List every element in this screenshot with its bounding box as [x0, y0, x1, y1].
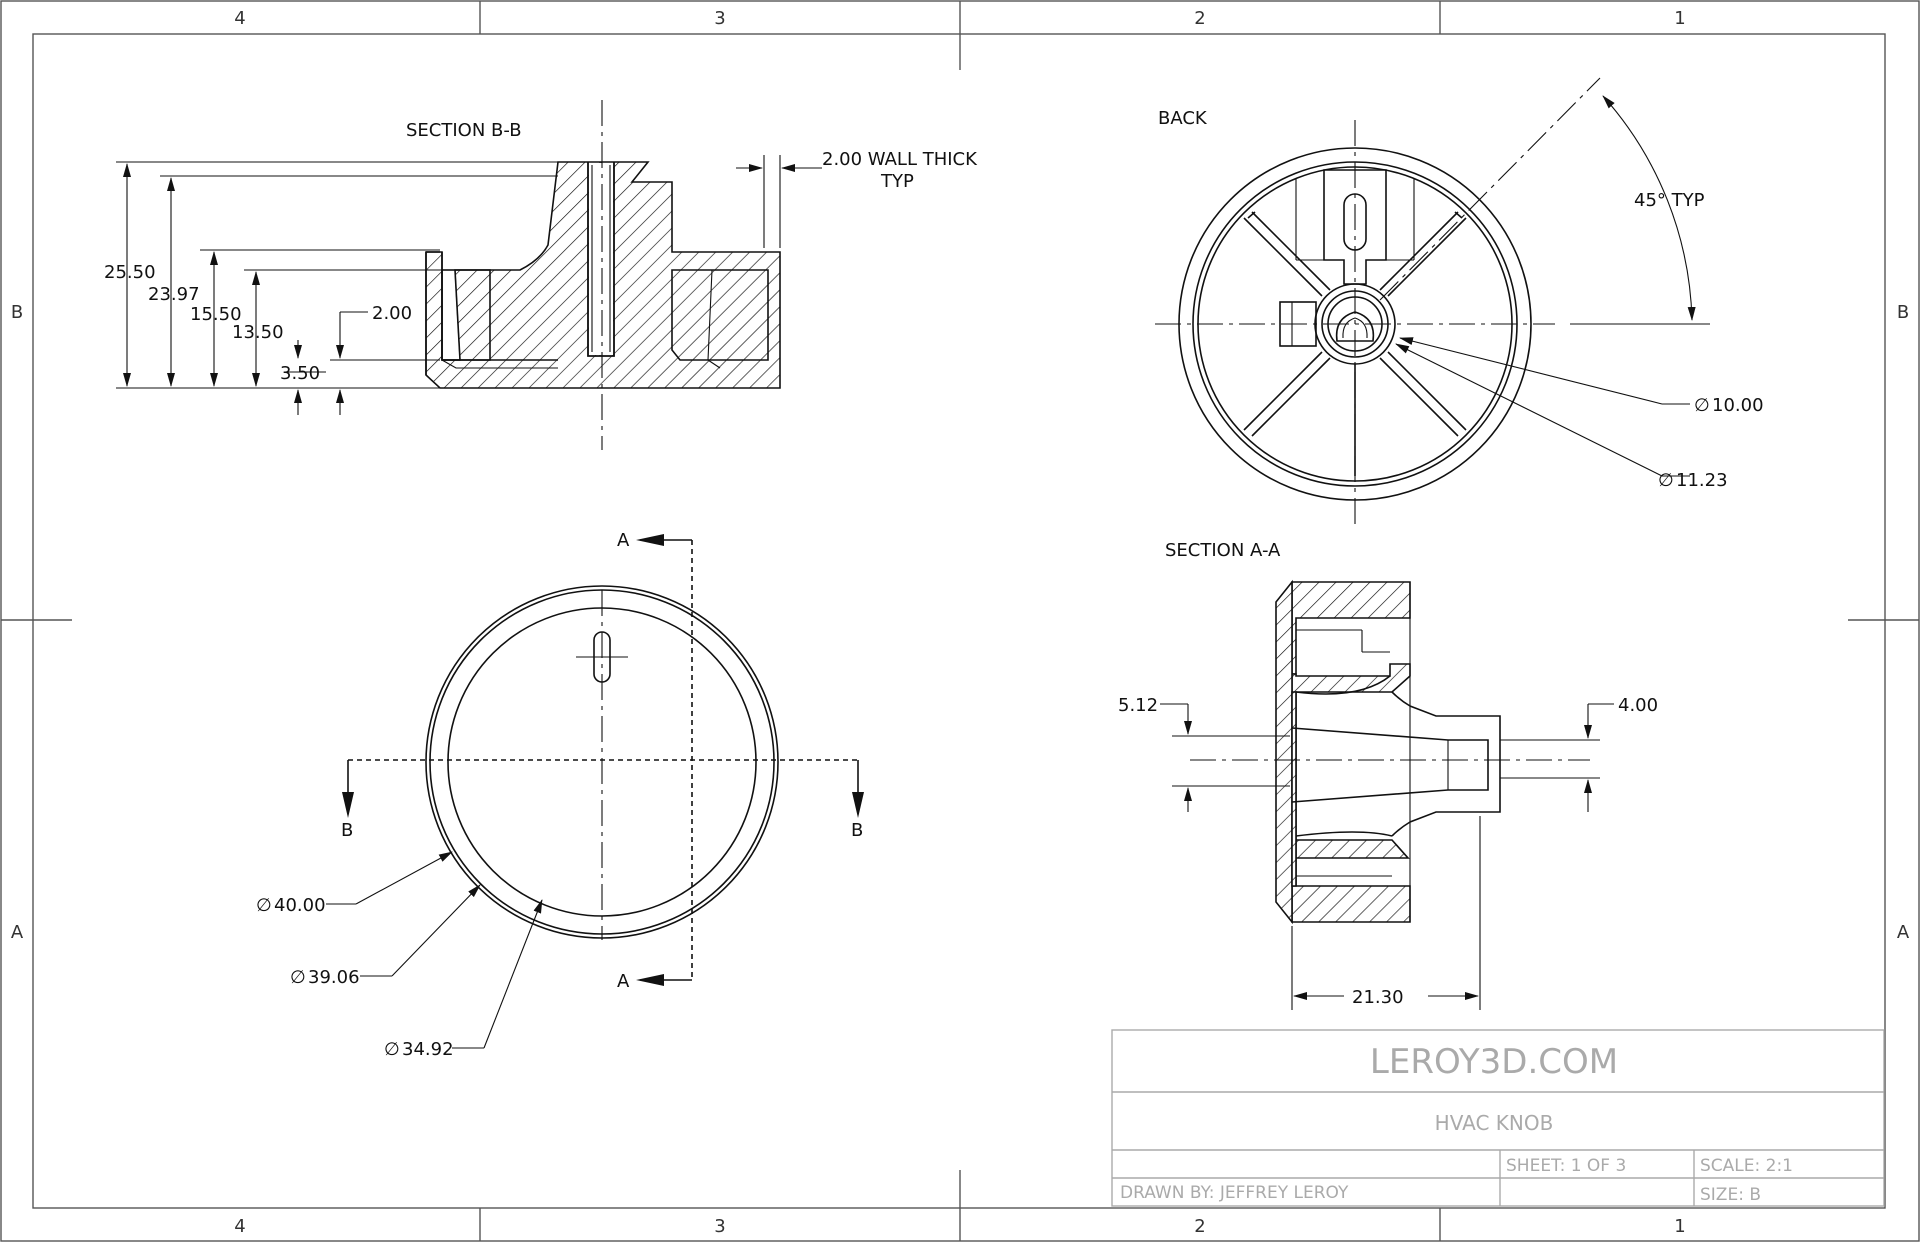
- zone-col-top: 1: [1674, 8, 1685, 29]
- title-block-size: SIZE: B: [1700, 1185, 1761, 1205]
- back-dia-symbol-2: ∅: [1658, 470, 1674, 491]
- dim-13-50: 13.50: [232, 322, 284, 343]
- title-block-company: LEROY3D.COM: [1370, 1042, 1618, 1082]
- back-dia-11-23: 11.23: [1676, 470, 1728, 491]
- dim-2-00: 2.00: [372, 303, 412, 324]
- front-dia-symbol-3: ∅: [384, 1039, 400, 1060]
- title-block-part-name: HVAC KNOB: [1435, 1111, 1554, 1135]
- front-dia-39-06: 39.06: [308, 967, 360, 988]
- front-view: B B A A ∅ 40.00 ∅ 39.06 ∅ 34.92: [256, 530, 864, 1060]
- back-dia-10-00: 10.00: [1712, 395, 1764, 416]
- zone-labels: 4 3 2 1 4 3 2 1 B A B A: [11, 8, 1910, 1237]
- front-dia-34-92: 34.92: [402, 1039, 454, 1060]
- zone-col-bottom: 3: [714, 1216, 725, 1237]
- wall-thick-note: 2.00 WALL THICK: [822, 149, 978, 170]
- section-mark-b-left: B: [341, 820, 353, 841]
- section-bb-view: SECTION B-B 25.50: [104, 100, 978, 450]
- dim-5-12: 5.12: [1118, 695, 1158, 716]
- back-title: BACK: [1158, 108, 1208, 129]
- back-dia-symbol-1: ∅: [1694, 395, 1710, 416]
- section-aa-view: SECTION A-A 5.12 4.00: [1118, 540, 1658, 1010]
- dim-25-50: 25.50: [104, 262, 156, 283]
- dim-3-50: 3.50: [280, 363, 320, 384]
- zone-col-top: 3: [714, 8, 725, 29]
- back-view: BACK: [1155, 77, 1764, 528]
- zone-col-bottom: 4: [234, 1216, 245, 1237]
- title-block-sheet: SHEET: 1 OF 3: [1506, 1156, 1626, 1176]
- front-dia-40-00: 40.00: [274, 895, 326, 916]
- zone-row-left: B: [11, 302, 23, 323]
- dim-21-30: 21.30: [1352, 987, 1404, 1008]
- zone-row-right: A: [1897, 922, 1910, 943]
- title-block-drawn-by: DRAWN BY: JEFFREY LEROY: [1120, 1183, 1349, 1203]
- title-block: LEROY3D.COM HVAC KNOB SHEET: 1 OF 3 SCAL…: [1111, 1029, 1885, 1207]
- section-mark-a-top: A: [617, 530, 630, 551]
- zone-col-top: 4: [234, 8, 245, 29]
- front-dia-symbol-2: ∅: [290, 967, 306, 988]
- dim-15-50: 15.50: [190, 304, 242, 325]
- zone-col-top: 2: [1194, 8, 1205, 29]
- back-ribs: [1243, 211, 1467, 476]
- zone-row-right: B: [1897, 302, 1909, 323]
- section-mark-a-bottom: A: [617, 971, 630, 992]
- angle-45-typ: 45° TYP: [1634, 190, 1705, 211]
- dim-4-00: 4.00: [1618, 695, 1658, 716]
- zone-col-bottom: 2: [1194, 1216, 1205, 1237]
- section-bb-title: SECTION B-B: [406, 120, 522, 141]
- wall-thick-typ: TYP: [880, 171, 914, 192]
- section-aa-title: SECTION A-A: [1165, 540, 1281, 561]
- zone-col-bottom: 1: [1674, 1216, 1685, 1237]
- dim-23-97: 23.97: [148, 284, 200, 305]
- title-block-scale: SCALE: 2:1: [1700, 1156, 1793, 1176]
- zone-row-left: A: [11, 922, 24, 943]
- front-dia-symbol-1: ∅: [256, 895, 272, 916]
- section-mark-b-right: B: [851, 820, 863, 841]
